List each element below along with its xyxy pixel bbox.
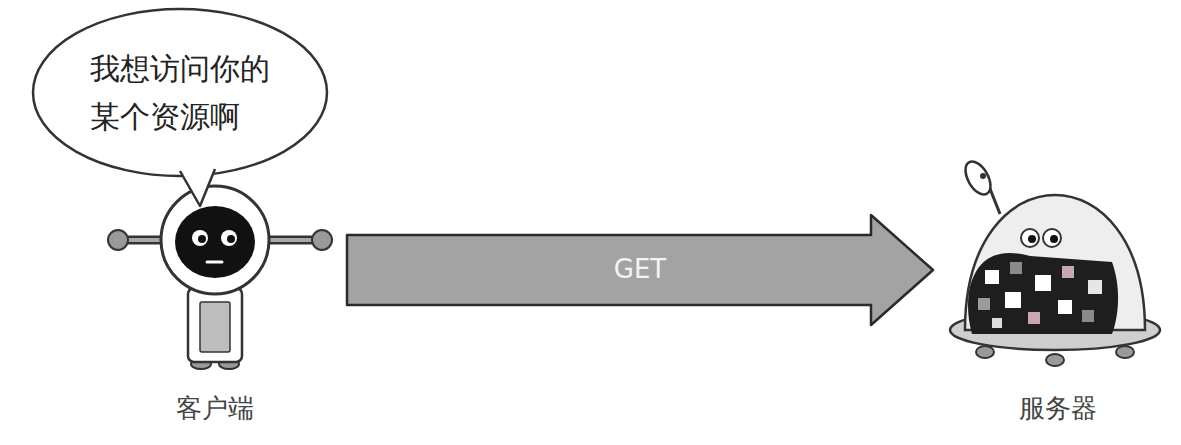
robot-hand [108, 230, 128, 250]
robot-pupil [1028, 235, 1036, 243]
screen-light [1088, 280, 1102, 294]
screen-light [1035, 275, 1051, 291]
screen-light [1058, 300, 1072, 314]
robot-dish-knob [980, 173, 986, 179]
robot-hand [312, 230, 332, 250]
screen-light [1082, 310, 1094, 322]
robot-pupil [1050, 235, 1058, 243]
robot-panel [200, 302, 230, 352]
server-node: 服务器 [945, 150, 1170, 430]
client-robot [108, 186, 332, 369]
robot-wheel [976, 346, 994, 358]
robot-body [188, 288, 242, 362]
robot-pupil [198, 235, 206, 243]
robot-face [175, 206, 255, 278]
node-label: 客户端 [176, 392, 254, 426]
bubble-tail [180, 169, 215, 206]
robot-screen [968, 253, 1118, 334]
request-arrow [347, 215, 933, 325]
bubble-text: 我想访问你的 某个资源啊 [90, 45, 270, 141]
speech-bubble: 我想访问你的 某个资源啊 [30, 5, 330, 180]
screen-light [1005, 292, 1021, 308]
robot-pupil [227, 235, 235, 243]
robot-eye [221, 230, 237, 246]
robot-eye [1021, 229, 1039, 247]
robot-wheel [1116, 346, 1134, 358]
node-label: 服务器 [1019, 392, 1097, 426]
robot-head [161, 186, 269, 294]
screen-light [1010, 262, 1022, 274]
server-robot [950, 157, 1160, 366]
edge-label: GET [610, 254, 670, 285]
screen-light [1062, 266, 1074, 278]
screen-light [1028, 312, 1040, 324]
robot-wheel [1046, 354, 1064, 366]
screen-light [992, 318, 1002, 328]
client-node: 客户端 [95, 185, 335, 430]
robot-dish [960, 157, 995, 198]
bubble-ellipse [33, 9, 327, 176]
screen-light [978, 298, 990, 310]
speech-bubble-outline [30, 5, 330, 180]
robot-mouth [207, 261, 222, 264]
robot-eye [192, 230, 208, 246]
screen-light [985, 270, 999, 284]
robot-eye [1043, 229, 1061, 247]
